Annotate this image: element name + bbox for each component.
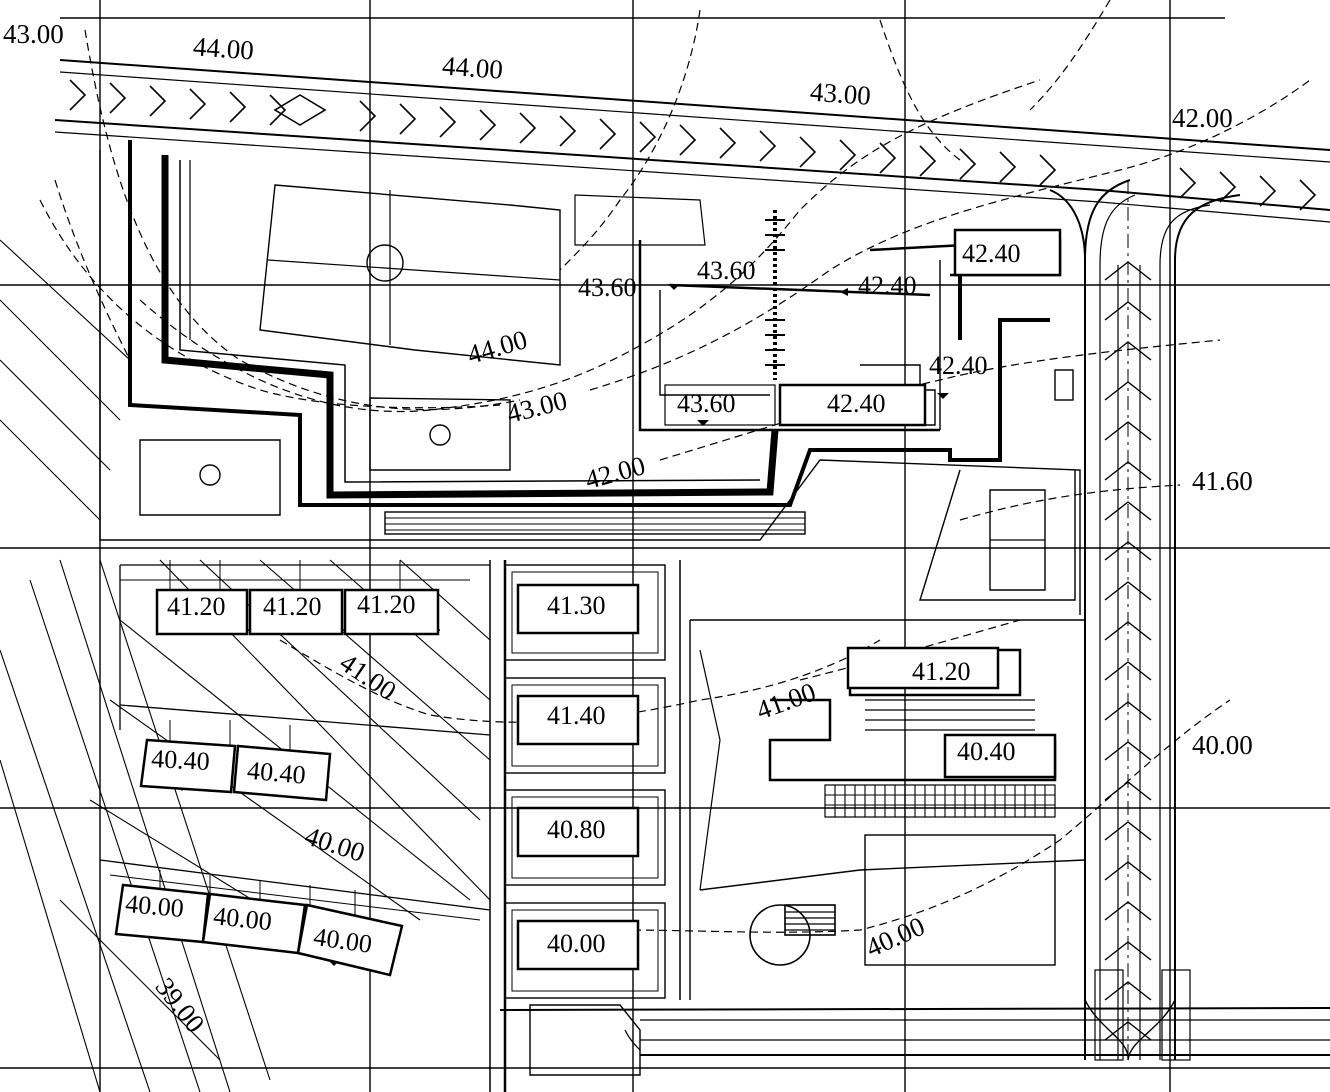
right-centre-details [689, 619, 1086, 1000]
platform-label: 40.40 [151, 744, 211, 776]
contour-label: 41.00 [335, 647, 402, 706]
platform-label: 42.40 [962, 239, 1021, 268]
platform-labels: 43.60 43.60 43.60 42.40 42.40 42.40 42.4… [124, 239, 1020, 959]
contour-label: 41.60 [1192, 466, 1253, 496]
slope-hatching [0, 239, 491, 1092]
platform-label: 40.00 [547, 929, 606, 958]
main-building [99, 140, 1086, 615]
contour-label: 43.00 [809, 77, 872, 111]
right-road-chevrons [1104, 261, 1152, 1041]
platform-label: 40.80 [547, 815, 606, 844]
platform-label: 40.00 [124, 889, 185, 923]
platform-label: 41.20 [912, 657, 971, 686]
platform-label: 43.60 [697, 256, 756, 285]
contour-label: 43.00 [504, 385, 570, 429]
contour-label: 40.00 [301, 820, 368, 867]
platform-label: 42.40 [858, 271, 917, 300]
platform-label: 42.40 [827, 389, 886, 418]
platform-label: 41.20 [167, 592, 226, 621]
platform-label: 41.30 [547, 591, 606, 620]
central-terraces [489, 560, 681, 1092]
contour-label: 42.00 [1172, 103, 1233, 133]
right-road [499, 179, 1330, 1061]
platform-label: 42.40 [929, 351, 988, 380]
contour-label: 44.00 [192, 31, 255, 65]
contour-label: 43.00 [3, 19, 64, 49]
platform-label: 41.20 [357, 590, 416, 619]
contour-label: 39.00 [150, 972, 211, 1038]
platform-label: 43.60 [677, 389, 736, 418]
platform-label: 40.40 [957, 737, 1016, 766]
top-road [54, 59, 1330, 223]
platform-boxes [114, 228, 1062, 977]
platform-label: 41.40 [547, 701, 606, 730]
platform-label: 43.60 [578, 273, 637, 302]
contour-label: 44.00 [464, 324, 531, 370]
platform-label: 41.20 [263, 592, 322, 621]
platform-label: 40.00 [212, 901, 273, 936]
contour-label: 41.00 [752, 677, 819, 726]
platform-label: 40.40 [246, 756, 307, 790]
contour-label: 40.00 [1192, 730, 1253, 760]
road-paving-pattern [69, 79, 1317, 211]
contour-label: 40.00 [861, 911, 929, 963]
contour-label: 44.00 [441, 51, 504, 85]
contour-label: 42.00 [582, 450, 648, 495]
